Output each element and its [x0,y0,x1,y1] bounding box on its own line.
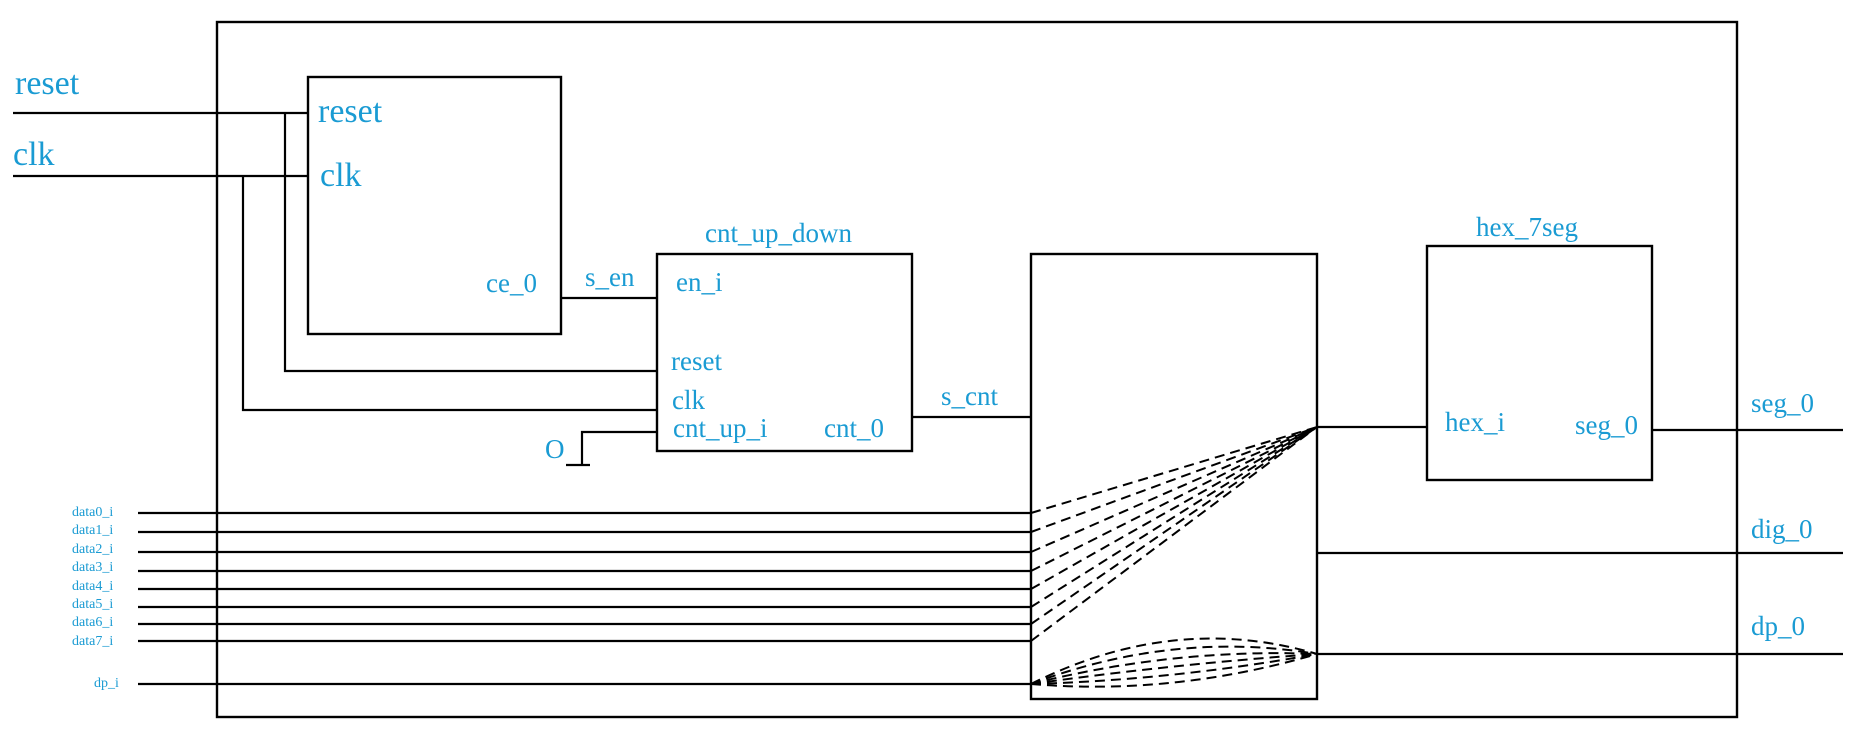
reset-input-label: reset [15,65,80,102]
hex-in-port: hex_i [1445,407,1505,437]
data2-label: data2_i [72,542,113,557]
reset-to-counter-wire [283,113,657,373]
ground-label: O [545,434,565,464]
counter-en-port: en_i [676,267,723,297]
counter-reset-port: reset [671,346,722,376]
hex-7seg-block [1425,244,1654,482]
clock-enable-block [306,75,563,336]
hex-seg-port: seg_0 [1575,410,1638,440]
ground-wire [580,430,657,465]
multiplexer-block [1029,252,1319,701]
top-entity-frame [215,20,1739,719]
data5-label: data5_i [72,597,113,612]
ce-out-port: ce_0 [486,268,537,298]
ce-reset-port: reset [318,93,383,130]
ce-clk-port: clk [320,157,362,194]
counter-block [655,252,914,453]
data6-label: data6_i [72,615,113,630]
s-cnt-label: s_cnt [941,381,998,411]
data3-label: data3_i [72,560,113,575]
seg-output-label: seg_0 [1751,388,1814,418]
mux-dp-paths [1030,637,1318,688]
dp-input-label: dp_i [94,676,119,691]
data1-label: data1_i [72,523,113,538]
counter-clk-port: clk [672,385,705,415]
counter-dir-port: cnt_up_i [673,413,768,443]
dig-output-label: dig_0 [1751,514,1813,544]
dp-output-label: dp_0 [1751,611,1805,641]
data0-label: data0_i [72,505,113,520]
clk-input-label: clk [13,136,55,173]
hex-7seg-title: hex_7seg [1476,212,1578,242]
data4-label: data4_i [72,579,113,594]
clk-to-counter-wire [241,176,657,412]
counter-cnt-port: cnt_0 [824,413,884,443]
data7-label: data7_i [72,634,113,649]
mux-data-paths [1030,426,1318,642]
s-en-label: s_en [585,262,635,292]
counter-title: cnt_up_down [705,218,852,248]
